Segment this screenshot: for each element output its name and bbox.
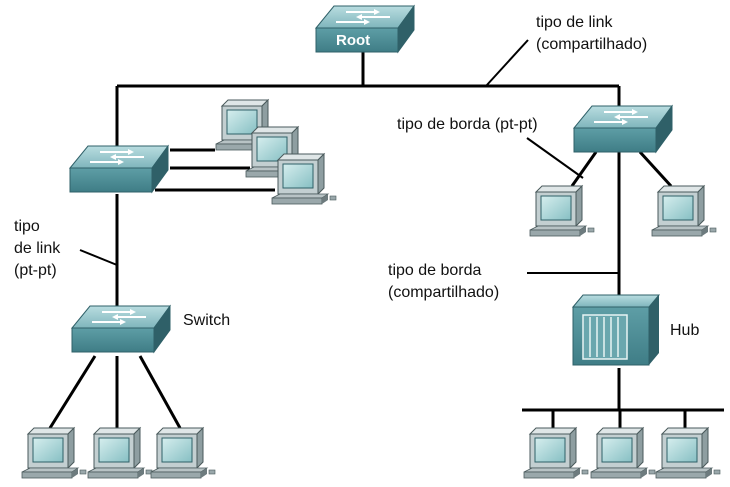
workstation-icon [590, 427, 656, 479]
workstation-icon [21, 427, 87, 479]
label-link-ptpt: tipo de link (pt-pt) [14, 216, 60, 282]
label-link-shared-line2: (compartilhado) [536, 36, 648, 53]
label-link-shared: tipo de link (compartilhado) [536, 12, 647, 56]
label-link-ptpt-line2: de link [14, 240, 61, 257]
workstation-icon [523, 427, 589, 479]
label-link-ptpt-line1: tipo [14, 218, 40, 235]
label-edge-shared: tipo de borda (compartilhado) [388, 260, 499, 304]
workstation-icon [87, 427, 153, 479]
workstation-icon [651, 185, 717, 237]
connections [48, 52, 724, 430]
workstation-icon [271, 153, 337, 205]
hub-device [571, 294, 661, 366]
label-switch: Switch [183, 312, 231, 329]
label-link-ptpt-line3: (pt-pt) [14, 262, 57, 279]
label-edge-ptpt: tipo de borda (pt-pt) [397, 116, 538, 133]
label-edge-shared-line1: tipo de borda [388, 262, 482, 279]
workstation-icon [655, 427, 721, 479]
workstation-icon [529, 185, 595, 237]
left-switch [69, 145, 169, 193]
label-edge-shared-line2: (compartilhado) [388, 284, 500, 301]
right-switch [573, 105, 673, 153]
callout-leaders [79, 39, 619, 274]
bottom-switch [71, 305, 171, 353]
label-link-shared-line1: tipo de link [536, 14, 613, 31]
workstation-icon [150, 427, 216, 479]
label-hub: Hub [670, 322, 700, 339]
root-label: Root [336, 32, 370, 49]
